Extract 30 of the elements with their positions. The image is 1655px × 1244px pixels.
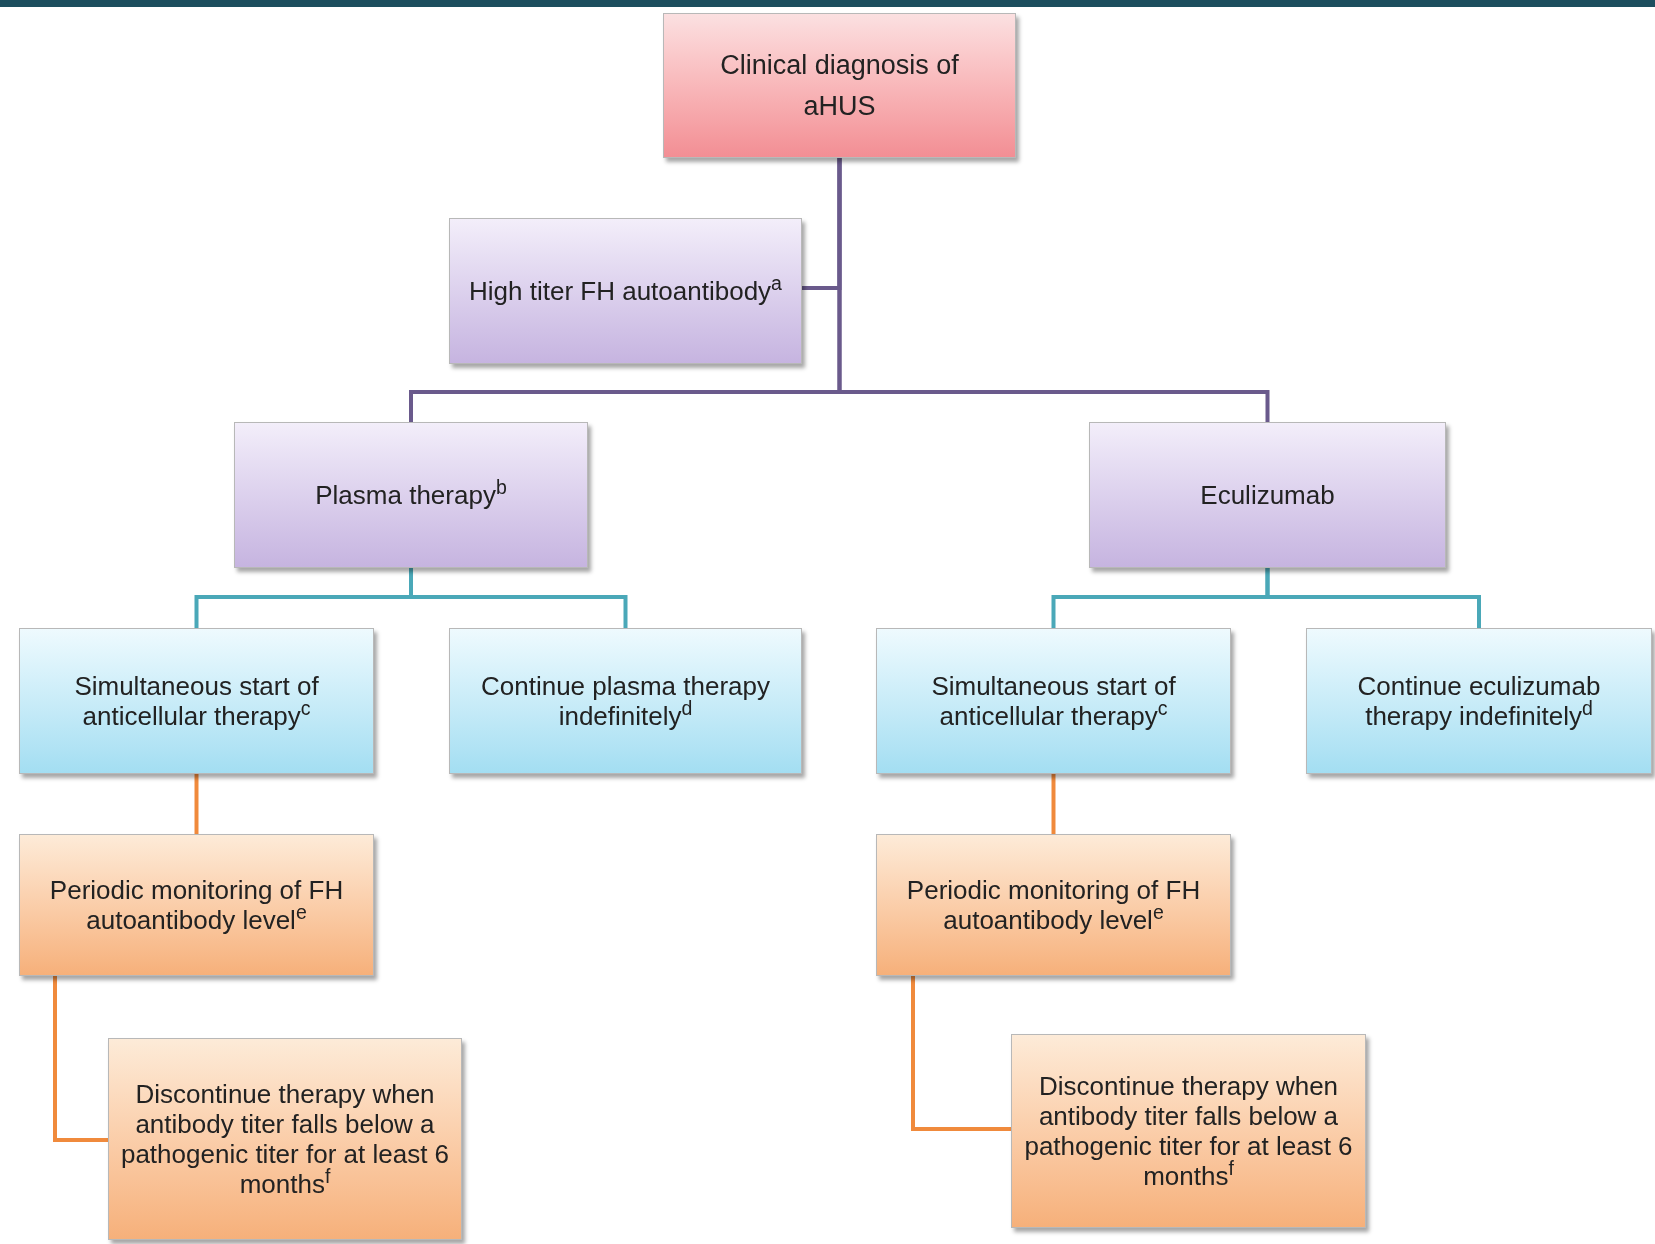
box-text: Continue eculizumab therapy indefinitely$^{d}$ [1356, 671, 1602, 731]
flow-box [876, 628, 1231, 774]
connector-line [911, 976, 1011, 1131]
box-text: Discontinue therapy when antibody titer falls below a pathogenic titer for at least 6 months$^{f}$ [1023, 1071, 1354, 1191]
flow-box [19, 834, 374, 976]
connector-line [837, 158, 1270, 422]
flow-box [108, 1038, 462, 1240]
connector-line [53, 976, 108, 1142]
box-text: Plasma therapy$^{b}$ [315, 480, 507, 510]
flow-box [1089, 422, 1446, 568]
flow-box [1011, 1034, 1366, 1228]
flow-box [449, 628, 802, 774]
box-text: Simultaneous start of anticellular therapy$^{c}$ [930, 671, 1177, 731]
connector-line [194, 774, 199, 834]
box-text: Clinical diagnosis of aHUS [719, 48, 960, 123]
flow-box [1306, 628, 1652, 774]
flow-box [449, 218, 802, 364]
box-text: High titer FH autoantibody$^{a}$ [469, 276, 782, 306]
flow-box [663, 13, 1016, 158]
box-text: Continue plasma therapy indefinitely$^{d}$ [479, 671, 772, 731]
box-text: Periodic monitoring of FH autoantibody level$^{e}$ [48, 875, 345, 935]
flow-box [234, 422, 588, 568]
connector-line [1265, 568, 1481, 628]
box-text: Periodic monitoring of FH autoantibody level$^{e}$ [905, 875, 1202, 935]
connector-line [1051, 774, 1056, 834]
flow-box [19, 628, 374, 774]
box-text: Simultaneous start of anticellular therapy$^{c}$ [73, 671, 320, 731]
box-text: Eculizumab [1200, 480, 1335, 510]
box-text: Discontinue therapy when antibody titer falls below a pathogenic titer for at least 6 months$^{f}$ [119, 1079, 451, 1199]
flow-box [876, 834, 1231, 976]
